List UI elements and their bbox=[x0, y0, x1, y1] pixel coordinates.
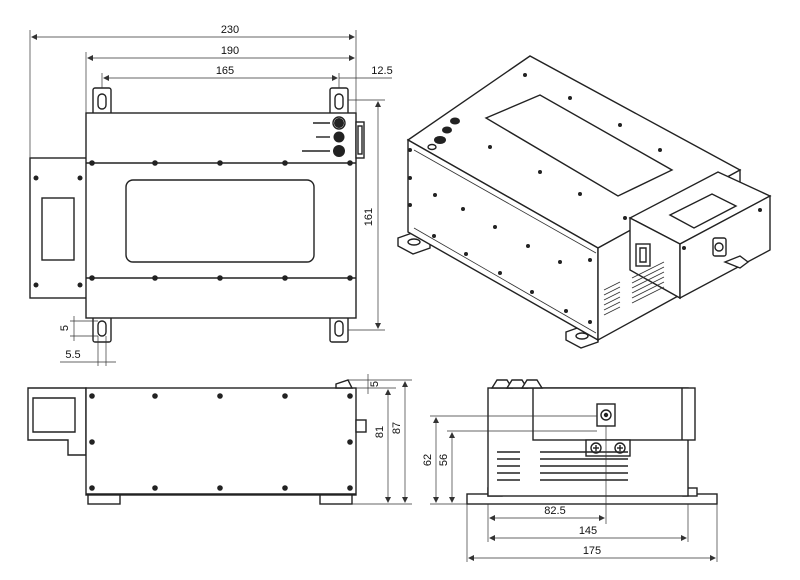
top-view-window bbox=[125, 179, 315, 263]
dim-front-145: 145 bbox=[579, 525, 597, 537]
dim-side-81: 81 bbox=[374, 426, 386, 438]
top-view-screws bbox=[89, 160, 353, 281]
dim-front-82-5: 82.5 bbox=[544, 505, 565, 517]
dim-12-5: 12.5 bbox=[371, 65, 392, 77]
dim-230: 230 bbox=[221, 24, 239, 36]
isometric-view bbox=[397, 55, 772, 349]
top-view-body bbox=[85, 112, 357, 319]
top-view-side-block bbox=[29, 157, 91, 299]
front-view-vents bbox=[497, 451, 628, 481]
dim-front-56: 56 bbox=[438, 454, 450, 466]
dim-slot-5-5: 5.5 bbox=[65, 349, 80, 361]
dim-side-87: 87 bbox=[391, 422, 403, 434]
side-view: 5 81 87 bbox=[27, 374, 412, 505]
dim-165: 165 bbox=[216, 65, 234, 77]
top-view-side-window bbox=[41, 197, 75, 261]
iso-top-window bbox=[484, 94, 674, 197]
dim-front-62: 62 bbox=[422, 454, 434, 466]
iso-vents bbox=[603, 261, 665, 316]
dim-front-175: 175 bbox=[583, 545, 601, 557]
dim-side-5: 5 bbox=[369, 381, 381, 387]
front-view: 62 56 82.5 145 175 bbox=[422, 379, 718, 562]
top-view: 230 190 165 12.5 161 5 5.5 bbox=[29, 24, 393, 366]
dim-slot-5: 5 bbox=[59, 325, 71, 331]
dim-190: 190 bbox=[221, 45, 239, 57]
side-view-body bbox=[85, 387, 357, 496]
dim-161: 161 bbox=[363, 208, 375, 226]
side-view-screws bbox=[89, 393, 353, 491]
